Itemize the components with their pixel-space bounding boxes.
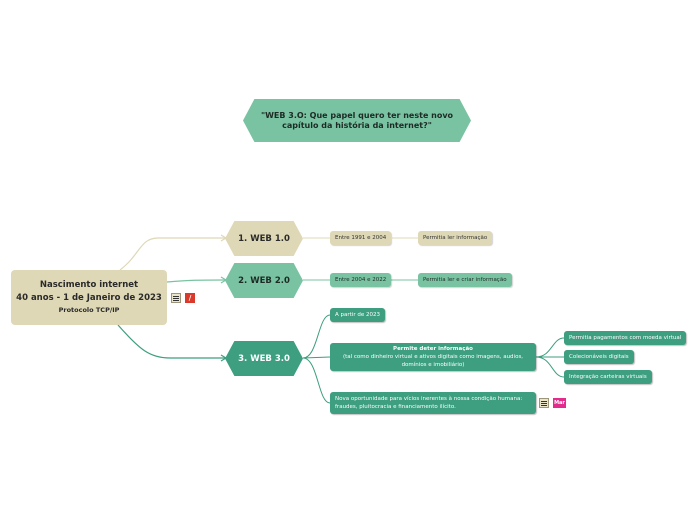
web1-period-node[interactable]: Entre 1991 e 2004 xyxy=(330,231,392,245)
root-node[interactable]: Nascimento internet 40 anos - 1 de Janei… xyxy=(11,270,167,325)
root-line1: Nascimento internet xyxy=(39,280,139,290)
notes-icon[interactable] xyxy=(171,293,181,303)
web1-node[interactable]: 1. WEB 1.0 xyxy=(225,221,303,256)
web3-since-node[interactable]: A partir de 2023 xyxy=(330,308,385,322)
digital-collectibles-node[interactable]: Colecionáveis digitais xyxy=(564,350,634,364)
flag-icon[interactable]: / xyxy=(185,293,195,303)
central-question-node[interactable]: "WEB 3.O: Que papel quero ter neste novo… xyxy=(243,99,471,142)
notes-icon[interactable] xyxy=(539,398,549,408)
web2-period-node[interactable]: Entre 2004 e 2022 xyxy=(330,273,392,287)
risk-line1: Nova oportunidade para vícios inerentes … xyxy=(335,396,523,402)
web1-feature-node[interactable]: Permitia ler informação xyxy=(418,231,493,245)
marker-icon[interactable]: Mar xyxy=(553,398,566,408)
wallet-integration-node[interactable]: Integração carteiras virtuais xyxy=(564,370,652,384)
web2-feature-node[interactable]: Permitia ler e criar informação xyxy=(418,273,512,287)
web3-node[interactable]: 3. WEB 3.0 xyxy=(225,341,303,376)
root-line2: 40 anos - 1 de Janeiro de 2023 xyxy=(16,293,162,303)
web2-node[interactable]: 2. WEB 2.0 xyxy=(225,263,303,298)
ownership-title: Permite deter informação xyxy=(393,346,473,352)
ownership-line3: domínios e imobiliário) xyxy=(401,362,465,368)
virtual-payments-node[interactable]: Permitia pagamentos com moeda virtual xyxy=(564,331,687,345)
web3-risk-node[interactable]: Nova oportunidade para vícios inerentes … xyxy=(330,392,536,414)
root-line3: Protocolo TCP/IP xyxy=(58,306,120,314)
web3-ownership-node[interactable]: Permite deter informação (tal como dinhe… xyxy=(330,343,536,371)
risk-line2: fraudes, pluitocracia e financiamento il… xyxy=(335,404,456,410)
ownership-line2: (tal como dinheiro virtual e ativos digi… xyxy=(342,354,524,360)
central-question-line1: "WEB 3.O: Que papel quero ter neste novo xyxy=(260,110,454,120)
central-question-line2: capítulo da história da internet?" xyxy=(282,120,432,130)
